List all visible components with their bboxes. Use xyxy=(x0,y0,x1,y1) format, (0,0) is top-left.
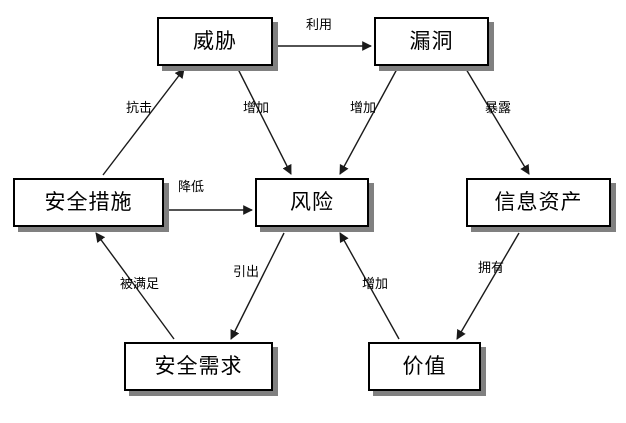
node-label: 安全需求 xyxy=(154,354,243,378)
node-label: 漏洞 xyxy=(409,29,454,53)
node-risk[interactable]: 风险 xyxy=(255,178,369,227)
node-label: 价值 xyxy=(402,354,447,378)
node-vulnerability[interactable]: 漏洞 xyxy=(374,17,489,66)
edge-label-value-increases-risk: 增加 xyxy=(362,277,389,292)
edge-asset-owns-value xyxy=(456,232,520,340)
edge-vulnerability-exposes-asset xyxy=(465,68,530,175)
edge-threat-increases-risk xyxy=(237,68,292,175)
edge-label-vulnerability-increases-risk: 增加 xyxy=(350,101,377,116)
edge-requirement-satisfies-safeguard xyxy=(95,232,175,340)
edge-label-risk-derives-requirement: 引出 xyxy=(233,265,260,280)
edge-label-threat-exploits-vulnerability: 利用 xyxy=(306,18,333,33)
node-requirement[interactable]: 安全需求 xyxy=(124,342,273,391)
node-safeguard[interactable]: 安全措施 xyxy=(13,178,164,227)
node-threat[interactable]: 威胁 xyxy=(157,17,273,66)
node-label: 威胁 xyxy=(193,29,237,53)
node-value[interactable]: 价值 xyxy=(368,342,481,391)
edge-label-vulnerability-exposes-asset: 暴露 xyxy=(485,101,512,116)
edge-value-increases-risk xyxy=(339,232,400,340)
edge-risk-derives-requirement xyxy=(230,232,285,340)
node-asset[interactable]: 信息资产 xyxy=(466,178,611,227)
edge-safeguard-resists-threat xyxy=(102,68,185,176)
edge-label-requirement-satisfies-safeguard: 被满足 xyxy=(120,277,160,292)
node-label: 风险 xyxy=(290,190,334,214)
edge-vulnerability-increases-risk xyxy=(339,68,398,175)
edge-label-asset-owns-value: 拥有 xyxy=(478,261,505,276)
edge-label-safeguard-resists-threat: 抗击 xyxy=(126,101,153,116)
node-label: 信息资产 xyxy=(494,190,583,214)
edge-label-safeguard-reduces-risk: 降低 xyxy=(178,180,205,195)
edge-label-threat-increases-risk: 增加 xyxy=(243,101,270,116)
node-label: 安全措施 xyxy=(44,190,133,214)
